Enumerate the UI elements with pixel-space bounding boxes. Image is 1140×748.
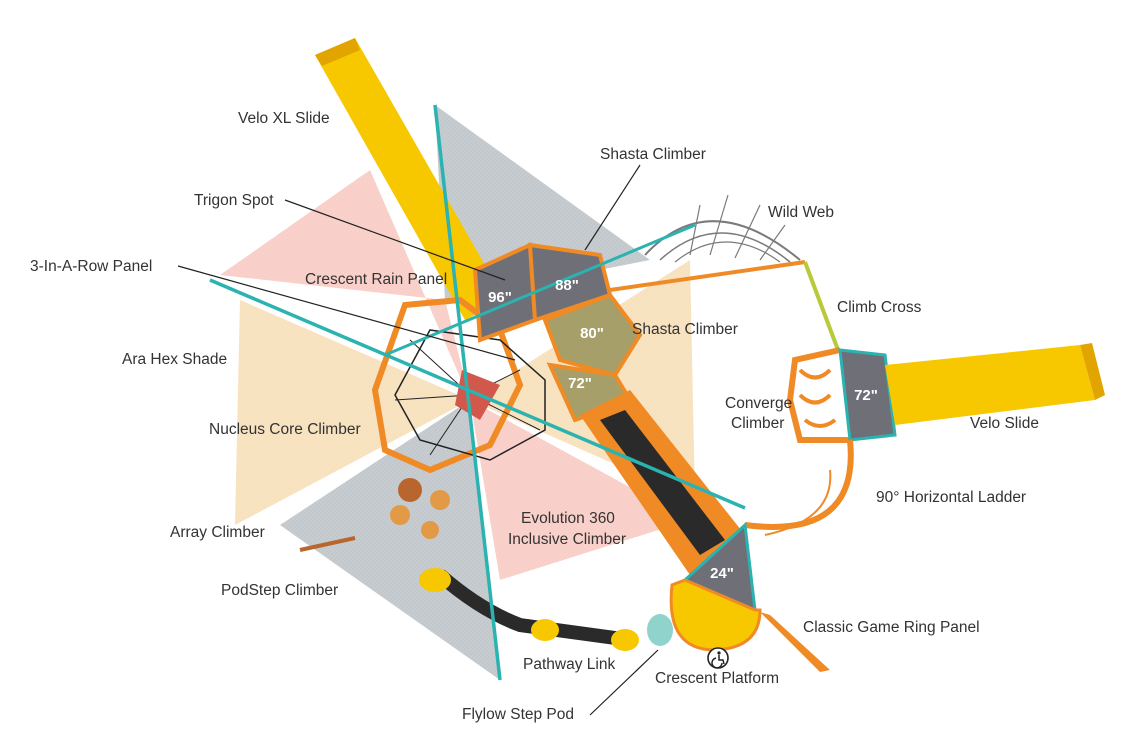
pathway-pod-1	[419, 568, 451, 592]
podstep-pod-2	[430, 490, 450, 510]
label-trigon-spot: Trigon Spot	[194, 192, 274, 209]
label-crescent-platform: Crescent Platform	[655, 670, 779, 687]
label-horizontal-ladder: 90° Horizontal Ladder	[876, 489, 1026, 506]
label-evolution-360-line-2: Inclusive Climber	[508, 531, 626, 548]
velo-xl-slide	[315, 38, 505, 320]
label-velo-xl-slide: Velo XL Slide	[238, 110, 330, 127]
velo-xl-slide-body	[315, 38, 505, 320]
pathway-link	[419, 568, 639, 651]
deck-72-right	[838, 348, 897, 442]
horizontal-ladder	[744, 439, 854, 536]
label-three-in-a-row-panel: 3-In-A-Row Panel	[30, 258, 152, 275]
label-array-climber: Array Climber	[170, 524, 265, 541]
label-ara-hex-shade: Ara Hex Shade	[122, 351, 227, 368]
label-converge-climber-line-2: Climber	[731, 415, 784, 432]
horizontal-ladder-rail	[744, 439, 854, 530]
deck-height-72: 72"	[568, 375, 592, 392]
hub-frame-octagon	[371, 296, 524, 474]
deck-height-72-right: 72"	[854, 387, 878, 404]
leader-trigon-spot	[284, 199, 506, 281]
podstep-pod-4	[421, 521, 439, 539]
label-flylow-step-pod: Flylow Step Pod	[462, 706, 574, 723]
leader-lines	[177, 164, 659, 716]
converge-climber-frame	[786, 347, 850, 443]
label-evolution-360-line-1: Evolution 360	[521, 510, 615, 527]
label-wild-web: Wild Web	[768, 204, 834, 221]
pathway-pod-3	[611, 629, 639, 651]
wild-web-bar	[609, 260, 806, 292]
podstep-climber	[390, 478, 450, 539]
leader-flylow-step-pod	[589, 649, 659, 716]
deck-height-24: 24"	[710, 565, 734, 582]
label-shasta-climber-right: Shasta Climber	[632, 321, 738, 338]
label-podstep-climber: PodStep Climber	[221, 582, 338, 599]
deck-height-labels: 96" 88" 80" 72" 72" 24"	[488, 277, 878, 582]
evolution-360-mat	[600, 410, 725, 555]
wheelchair-icon	[707, 647, 729, 669]
deck-height-88: 88"	[555, 277, 579, 294]
converge-climber	[786, 347, 850, 443]
velo-slide	[885, 343, 1105, 425]
label-pathway-link: Pathway Link	[523, 656, 615, 673]
deck-height-96: 96"	[488, 289, 512, 306]
post-teal-2	[209, 278, 746, 510]
velo-slide-body	[885, 345, 1095, 425]
teal-posts	[209, 104, 746, 681]
array-climber	[299, 536, 356, 552]
label-climb-cross: Climb Cross	[837, 299, 922, 316]
leader-three-in-a-row	[177, 265, 516, 361]
post-teal-1	[433, 104, 502, 681]
label-shasta-climber-top: Shasta Climber	[600, 146, 706, 163]
classic-game-ring-panel	[760, 612, 830, 672]
evolution-360-climber	[580, 390, 745, 575]
deck-80	[542, 292, 643, 378]
label-converge-climber-line-1: Converge	[725, 395, 792, 412]
label-classic-game-ring-panel: Classic Game Ring Panel	[803, 619, 980, 636]
label-crescent-rain-panel: Crescent Rain Panel	[305, 271, 447, 288]
post-teal-3	[384, 223, 696, 357]
podstep-pod-3	[390, 505, 410, 525]
flylow-step-pod	[647, 614, 673, 646]
leader-shasta-climber-top	[584, 164, 641, 251]
label-nucleus-core-climber: Nucleus Core Climber	[209, 421, 361, 438]
nucleus-core-climber	[394, 329, 546, 461]
climb-cross	[803, 261, 840, 351]
pathway-pod-2	[531, 619, 559, 641]
callout-labels: Velo XL Slide Shasta Climber Trigon Spot…	[30, 110, 1039, 723]
deck-height-80: 80"	[580, 325, 604, 342]
label-velo-slide: Velo Slide	[970, 415, 1039, 432]
podstep-pod-1	[398, 478, 422, 502]
